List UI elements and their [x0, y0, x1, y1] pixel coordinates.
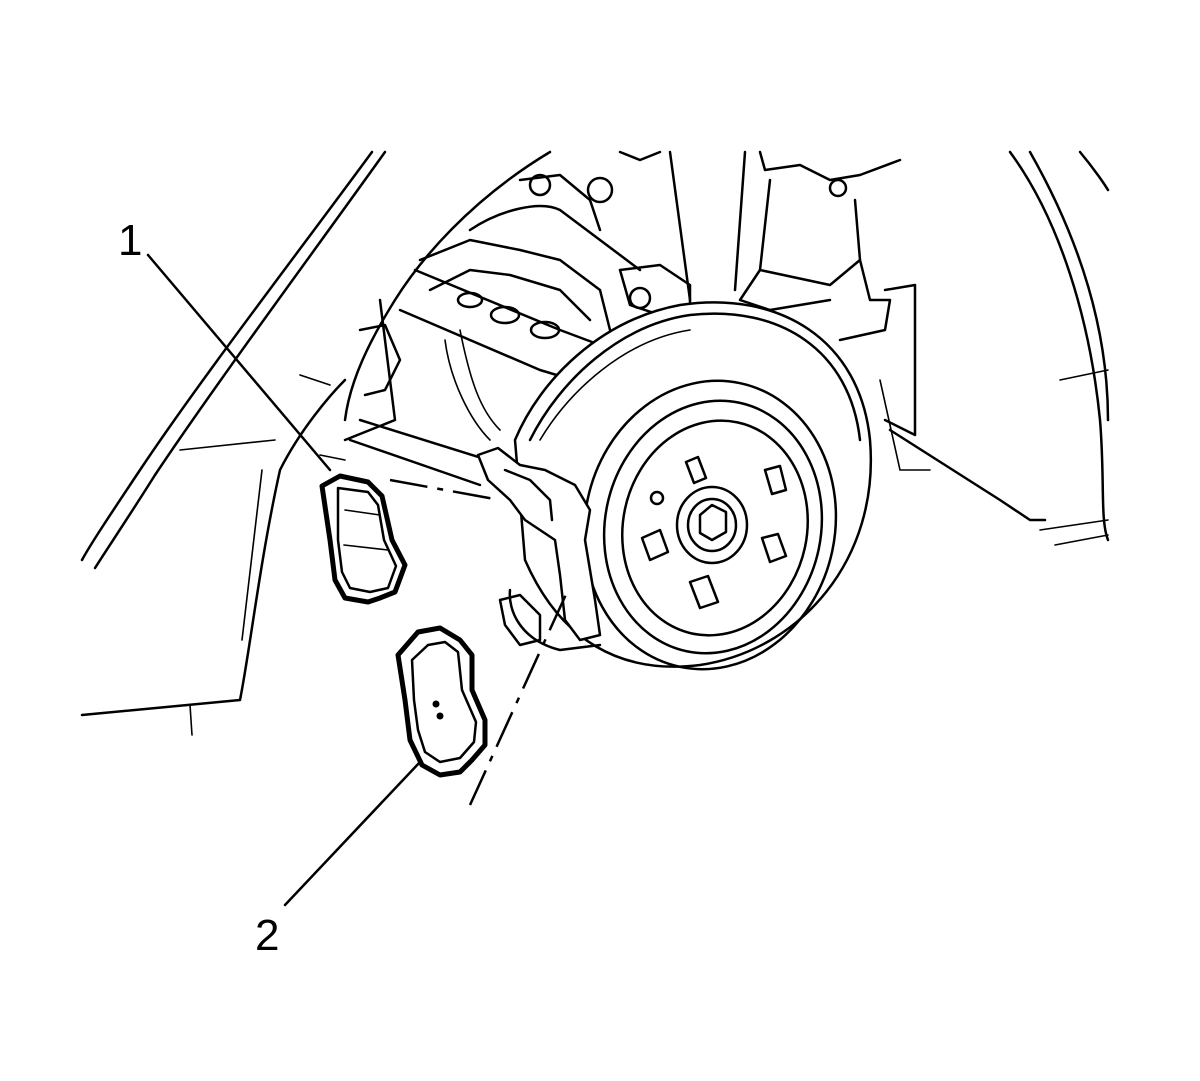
guide-line-inner	[389, 478, 501, 502]
callout-2-leader	[283, 760, 422, 907]
outer-brake-pad	[395, 625, 488, 778]
callout-1-leader	[146, 253, 332, 472]
caliper-bracket	[476, 446, 602, 652]
suspension-assembly	[299, 150, 1047, 522]
guide-line-outer	[468, 589, 570, 806]
pad-hole	[432, 700, 440, 708]
fender-outline	[80, 150, 1110, 736]
callout-1-label: 1	[118, 216, 142, 265]
callout-2-label: 2	[255, 911, 279, 960]
pad-hole	[436, 712, 444, 720]
lug-studs	[640, 455, 788, 610]
brake-rotor	[513, 301, 873, 671]
inner-brake-pad	[319, 473, 408, 605]
